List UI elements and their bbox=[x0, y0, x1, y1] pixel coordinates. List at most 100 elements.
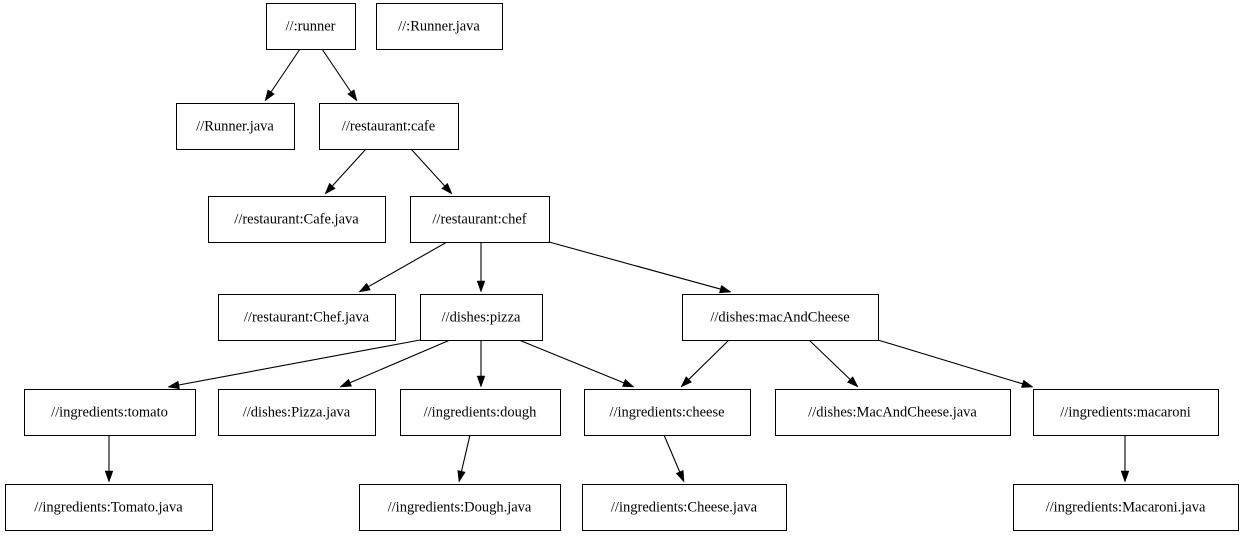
graph-edge bbox=[410, 148, 453, 195]
node-label: //restaurant:cafe bbox=[342, 118, 435, 134]
node-label: //ingredients:Dough.java bbox=[388, 499, 532, 515]
graph-node-ingredients-macaroni[interactable]: //ingredients:macaroni bbox=[1033, 389, 1219, 436]
node-label: //Runner.java bbox=[196, 118, 274, 134]
arrowhead-icon bbox=[441, 182, 453, 195]
node-label: //ingredients:macaroni bbox=[1060, 404, 1190, 420]
graph-node-restaurant-chef-java[interactable]: //restaurant:Chef.java bbox=[218, 294, 396, 341]
edge-line bbox=[270, 48, 301, 93]
arrowhead-icon bbox=[719, 284, 732, 294]
node-label: //ingredients:Tomato.java bbox=[34, 499, 183, 515]
graph-node-restaurant-cafe-java[interactable]: //restaurant:Cafe.java bbox=[208, 196, 386, 243]
arrowhead-icon bbox=[476, 375, 486, 388]
node-box[interactable] bbox=[400, 389, 561, 436]
arrowhead-icon bbox=[476, 280, 486, 293]
arrowhead-icon bbox=[167, 380, 180, 390]
node-box[interactable] bbox=[208, 196, 386, 243]
arrowhead-icon bbox=[347, 89, 358, 102]
edge-line bbox=[332, 148, 367, 187]
edge-line bbox=[877, 339, 1023, 385]
arrowhead-icon bbox=[1120, 470, 1130, 483]
graph-node-dishes-macandcheese[interactable]: //dishes:macAndCheese bbox=[682, 294, 879, 341]
node-box[interactable] bbox=[176, 103, 295, 150]
graph-node-restaurant-chef[interactable]: //restaurant:chef bbox=[410, 196, 550, 243]
node-box[interactable] bbox=[319, 103, 459, 150]
node-box[interactable] bbox=[359, 484, 561, 531]
arrowhead-icon bbox=[264, 89, 275, 102]
graph-node-runner-target[interactable]: //:runner bbox=[266, 3, 356, 50]
node-label: //ingredients:tomato bbox=[51, 404, 168, 420]
graph-edge bbox=[324, 148, 367, 195]
graph-node-ingredients-cheese[interactable]: //ingredients:cheese bbox=[584, 389, 751, 436]
arrowhead-icon bbox=[358, 282, 371, 293]
node-box[interactable] bbox=[24, 389, 196, 436]
arrowhead-icon bbox=[846, 376, 859, 388]
node-box[interactable] bbox=[584, 389, 751, 436]
node-box[interactable] bbox=[410, 196, 550, 243]
node-label: //restaurant:Cafe.java bbox=[234, 211, 359, 227]
node-box[interactable] bbox=[1033, 389, 1219, 436]
edge-line bbox=[663, 434, 681, 473]
arrowhead-icon bbox=[104, 470, 114, 483]
graph-edge bbox=[321, 48, 358, 102]
graph-node-runner-java[interactable]: //Runner.java bbox=[176, 103, 295, 150]
graph-edge bbox=[457, 434, 471, 483]
graph-node-ingredients-cheese-java[interactable]: //ingredients:Cheese.java bbox=[582, 484, 787, 531]
node-box[interactable] bbox=[775, 389, 1011, 436]
graph-node-ingredients-dough[interactable]: //ingredients:dough bbox=[400, 389, 561, 436]
node-box[interactable] bbox=[682, 294, 879, 341]
node-label: //dishes:MacAndCheese.java bbox=[808, 404, 977, 420]
graph-node-ingredients-tomato[interactable]: //ingredients:tomato bbox=[24, 389, 196, 436]
graph-edge bbox=[264, 48, 301, 102]
edge-line bbox=[321, 48, 352, 93]
arrowhead-icon bbox=[675, 469, 685, 483]
node-label: //ingredients:Macaroni.java bbox=[1046, 499, 1206, 515]
edge-line bbox=[368, 241, 448, 288]
graph-edge bbox=[518, 339, 635, 388]
arrowhead-icon bbox=[1020, 379, 1034, 388]
edge-line bbox=[349, 339, 451, 384]
graph-edge bbox=[1120, 435, 1130, 483]
node-box[interactable] bbox=[266, 3, 356, 50]
arrowhead-icon bbox=[680, 376, 693, 388]
node-label: //ingredients:dough bbox=[424, 404, 538, 420]
node-box[interactable] bbox=[376, 3, 503, 50]
node-box[interactable] bbox=[582, 484, 787, 531]
node-label: //restaurant:Chef.java bbox=[244, 309, 370, 325]
graph-edge bbox=[358, 241, 448, 293]
node-box[interactable] bbox=[218, 294, 396, 341]
arrowhead-icon bbox=[324, 182, 336, 195]
node-box[interactable] bbox=[420, 294, 543, 341]
node-label: //restaurant:chef bbox=[432, 211, 526, 227]
edge-line bbox=[808, 339, 851, 380]
graph-edge bbox=[808, 339, 859, 388]
edge-line bbox=[548, 241, 721, 290]
graph-node-dishes-pizza[interactable]: //dishes:pizza bbox=[420, 294, 543, 341]
node-label: //:Runner.java bbox=[398, 18, 480, 34]
graph-edge bbox=[167, 339, 421, 390]
graph-node-dishes-mac-java[interactable]: //dishes:MacAndCheese.java bbox=[775, 389, 1011, 436]
graph-edge bbox=[476, 242, 486, 293]
arrowhead-icon bbox=[339, 378, 353, 388]
node-box[interactable] bbox=[218, 389, 376, 436]
graph-node-ingredients-dough-java[interactable]: //ingredients:Dough.java bbox=[359, 484, 561, 531]
graph-edge bbox=[548, 241, 732, 294]
graph-edge bbox=[680, 339, 730, 388]
graph-edge bbox=[339, 339, 451, 388]
edges-layer bbox=[104, 48, 1130, 483]
arrowhead-icon bbox=[621, 378, 635, 388]
node-label: //dishes:macAndCheese bbox=[710, 309, 849, 325]
edge-line bbox=[688, 339, 730, 380]
graph-edge bbox=[104, 435, 114, 483]
node-box[interactable] bbox=[1013, 484, 1239, 531]
graph-node-ingredients-macaroni-java[interactable]: //ingredients:Macaroni.java bbox=[1013, 484, 1239, 531]
graph-node-dishes-pizza-java[interactable]: //dishes:Pizza.java bbox=[218, 389, 376, 436]
graph-node-runner-java-root[interactable]: //:Runner.java bbox=[376, 3, 503, 50]
arrowhead-icon bbox=[457, 470, 466, 483]
graph-edge bbox=[877, 339, 1034, 388]
node-box[interactable] bbox=[5, 484, 213, 531]
node-label: //dishes:Pizza.java bbox=[243, 404, 351, 420]
graph-node-ingredients-tomato-java[interactable]: //ingredients:Tomato.java bbox=[5, 484, 213, 531]
graph-node-restaurant-cafe[interactable]: //restaurant:cafe bbox=[319, 103, 459, 150]
